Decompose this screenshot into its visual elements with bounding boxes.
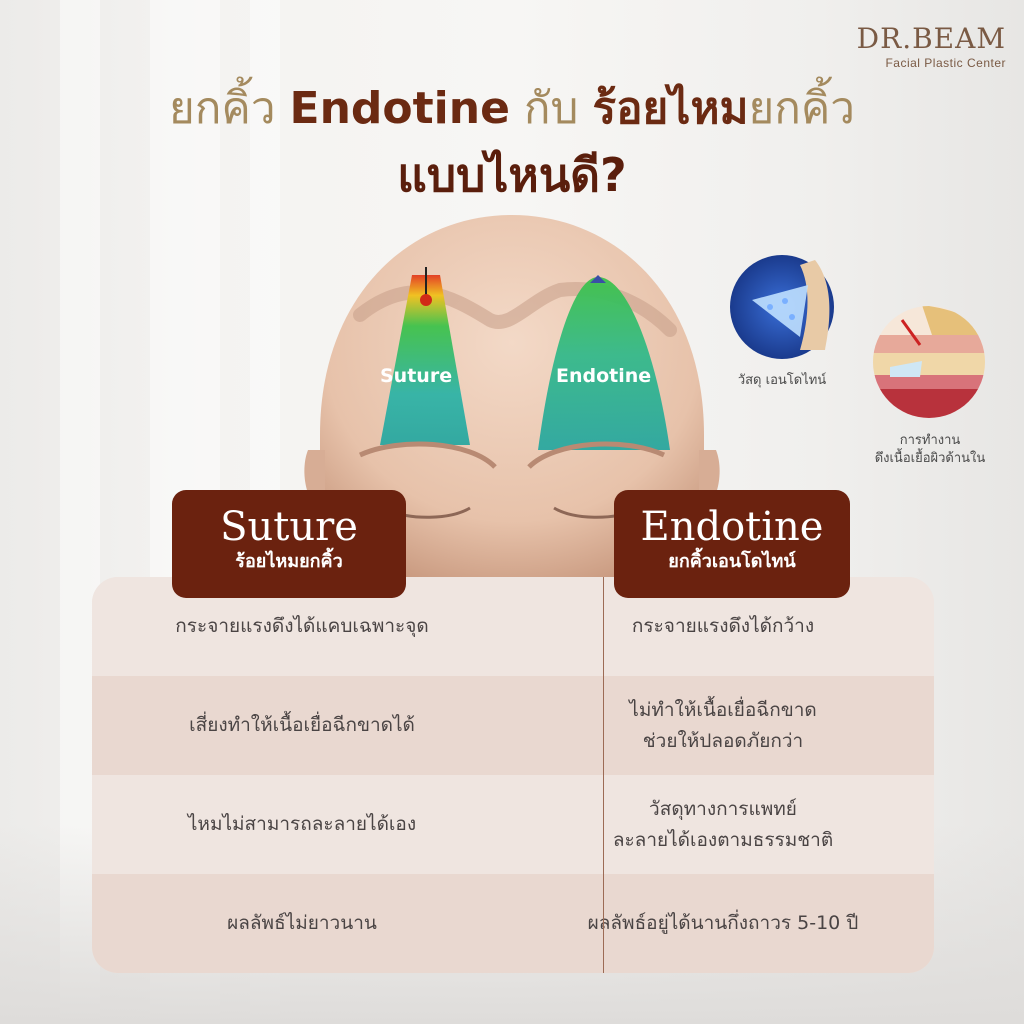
endotine-cell: ไม่ทำให้เนื้อเยื่อฉีกขาดช่วยให้ปลอดภัยกว…: [512, 676, 934, 775]
page-title: ยกคิ้ว Endotine กับ ร้อยไหมยกคิ้ว แบบไหน…: [0, 80, 1024, 206]
suture-cell: เสี่ยงทำให้เนื้อเยื่อฉีกขาดได้: [92, 676, 512, 775]
cell-text: ไม่ทำให้เนื้อเยื่อฉีกขาด: [629, 698, 817, 721]
mechanism-caption-line-1: การทำงาน: [899, 433, 961, 448]
material-caption: วัสดุ เอนโดไทน์: [737, 373, 827, 388]
cell-text: ไหมไม่สามารถละลายได้เอง: [187, 813, 417, 835]
suture-badge: Suture ร้อยไหมยกคิ้ว: [172, 490, 406, 598]
title-line-1: ยกคิ้ว Endotine กับ ร้อยไหมยกคิ้ว: [0, 80, 1024, 138]
endotine-cell: ผลลัพธ์อยู่ได้นานกึ่งถาวร 5-10 ปี: [512, 874, 934, 973]
suture-badge-subtitle: ร้อยไหมยกคิ้ว: [235, 551, 343, 572]
logo-name: DR.BEAM: [856, 22, 1006, 55]
logo-subtitle: Facial Plastic Center: [885, 56, 1006, 70]
endotine-badge-title: Endotine: [640, 504, 824, 550]
mechanism-caption-line-2: ดึงเนื้อเยื้อผิวด้านใน: [874, 451, 986, 466]
cell-text: กระจายแรงดึงได้แคบเฉพาะจุด: [175, 615, 429, 637]
mechanism-caption: การทำงาน ดึงเนื้อเยื้อผิวด้านใน: [850, 432, 1010, 468]
title-part: ยกคิ้ว: [168, 83, 290, 134]
suture-badge-title: Suture: [220, 504, 358, 550]
table-row: ไหมไม่สามารถละลายได้เอง วัสดุทางการแพทย์…: [92, 775, 934, 874]
cell-text: ช่วยให้ปลอดภัยกว่า: [642, 729, 804, 752]
cell-text: วัสดุทางการแพทย์: [649, 797, 797, 820]
endotine-zone-label: Endotine: [556, 365, 652, 387]
endotine-badge-subtitle: ยกคิ้วเอนโดไทน์: [668, 551, 796, 572]
title-part: ร้อยไหม: [592, 83, 749, 134]
cell-text: ผลลัพธ์ไม่ยาวนาน: [227, 912, 377, 934]
comparison-table: กระจายแรงดึงได้แคบเฉพาะจุด กระจายแรงดึงไ…: [92, 577, 934, 973]
cell-text: กระจายแรงดึงได้กว้าง: [631, 615, 815, 637]
table-row: เสี่ยงทำให้เนื้อเยื่อฉีกขาดได้ ไม่ทำให้เ…: [92, 676, 934, 775]
cell-text: ละลายได้เองตามธรรมชาติ: [612, 828, 834, 851]
endotine-device-icon: [730, 255, 834, 359]
forehead-image: [304, 215, 720, 580]
endotine-cell: กระจายแรงดึงได้กว้าง: [512, 577, 934, 676]
tissue-layers-icon: [873, 306, 985, 418]
suture-zone-label: Suture: [380, 365, 453, 387]
head-illustration: Suture Endotine: [300, 205, 724, 580]
title-part: Endotine: [289, 83, 510, 134]
cell-text: เสี่ยงทำให้เนื้อเยื่อฉีกขาดได้: [189, 714, 415, 736]
endotine-material-image: [730, 255, 835, 360]
column-divider: [603, 577, 604, 973]
suture-cell: ผลลัพธ์ไม่ยาวนาน: [92, 874, 512, 973]
title-line-2: แบบไหนดี?: [397, 148, 627, 202]
suture-cell: กระจายแรงดึงได้แคบเฉพาะจุด: [92, 577, 512, 676]
mechanism-image: [872, 305, 987, 420]
brand-logo: DR.BEAM Facial Plastic Center: [856, 22, 1006, 71]
cell-text: ผลลัพธ์อยู่ได้นานกึ่งถาวร 5-10 ปี: [587, 912, 859, 934]
endotine-badge: Endotine ยกคิ้วเอนโดไทน์: [614, 490, 850, 598]
endotine-cell: วัสดุทางการแพทย์ละลายได้เองตามธรรมชาติ: [512, 775, 934, 874]
title-part: ยกคิ้ว: [748, 83, 856, 134]
title-part: กับ: [509, 83, 593, 134]
suture-cell: ไหมไม่สามารถละลายได้เอง: [92, 775, 512, 874]
table-row: ผลลัพธ์ไม่ยาวนาน ผลลัพธ์อยู่ได้นานกึ่งถา…: [92, 874, 934, 973]
